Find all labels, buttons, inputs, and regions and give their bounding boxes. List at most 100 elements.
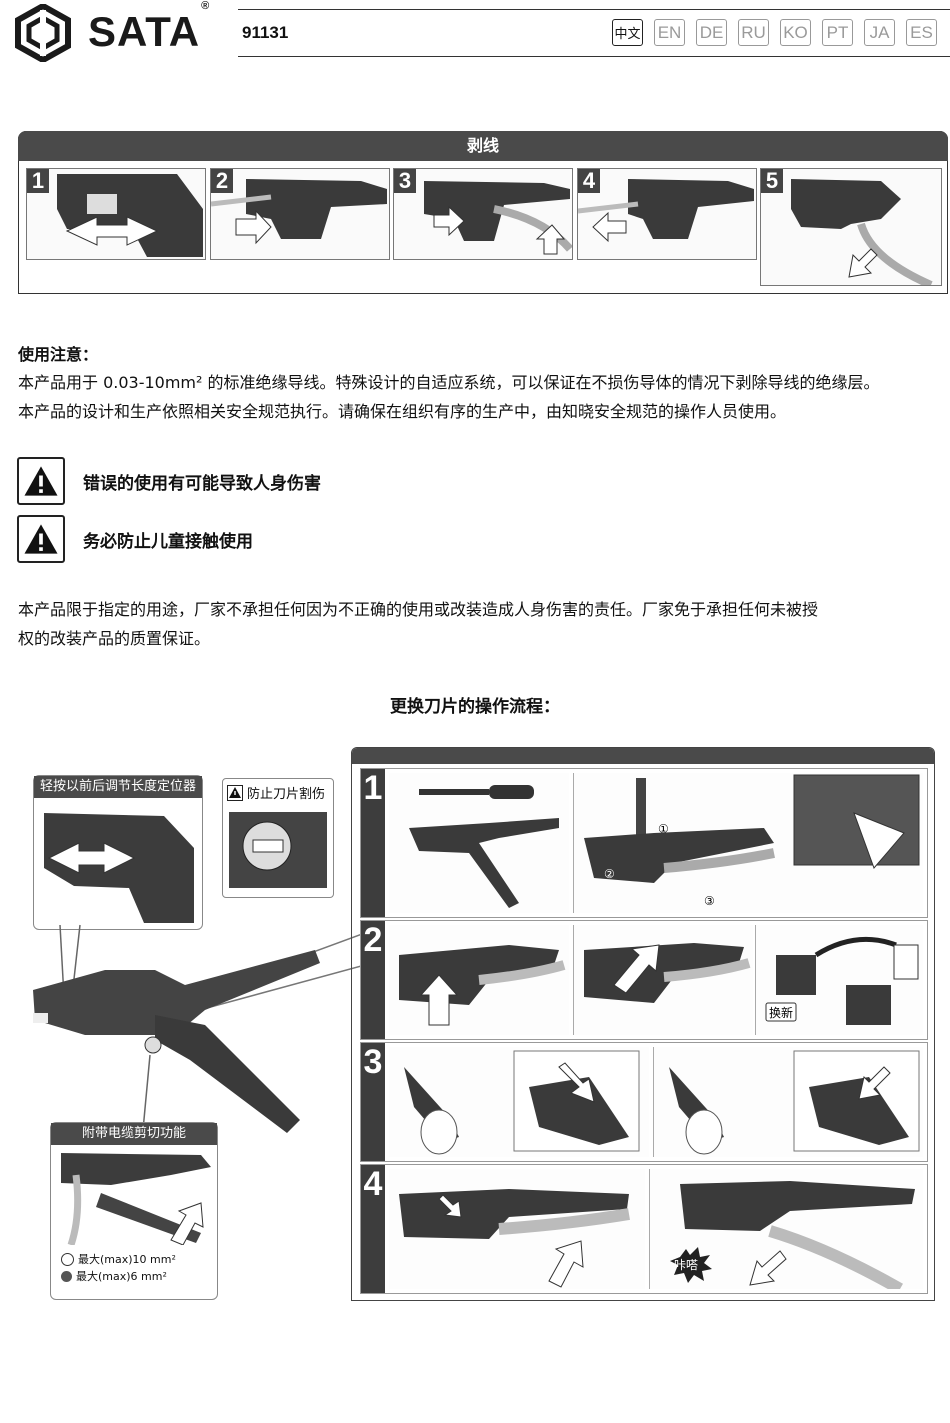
callout-title: 轻按以前后调节长度定位器 — [34, 776, 202, 798]
step-number: 1 — [27, 169, 49, 193]
step-cell — [389, 1047, 649, 1157]
strip-step-3: 3 — [393, 168, 574, 260]
step-number: 2 — [361, 921, 385, 1039]
replace-label: 换新 — [769, 1005, 793, 1020]
arrow-up-icon — [419, 974, 459, 1026]
step-cell: ① ② ③ — [573, 773, 923, 913]
arrow-down-left-icon — [858, 1066, 891, 1100]
arrow-left-icon — [592, 211, 627, 243]
seat-blade-illustration-icon — [669, 1050, 920, 1155]
arrow-right-icon — [235, 209, 272, 245]
lang-ja[interactable]: JA — [864, 19, 895, 46]
brand-name: SATA® — [88, 0, 211, 55]
callout-length-positioner: 轻按以前后调节长度定位器 — [33, 775, 203, 930]
cutter-spec-row: 最大(max)6 mm² — [61, 1268, 167, 1284]
insert-new-blade-illustration-icon — [404, 1050, 640, 1155]
dispose-blade-illustration-icon: 换新 — [765, 936, 919, 1025]
lang-en[interactable]: EN — [654, 19, 685, 46]
usage-paragraph-2: 本产品限于指定的用途，厂家不承担任何因为不正确的使用或改装造成人身伤害的责任。厂… — [18, 595, 950, 653]
panel-header-bar — [352, 748, 934, 764]
warning-text-misuse: 错误的使用有可能导致人身伤害 — [83, 474, 321, 494]
stripper-insert-wire-icon — [210, 179, 387, 245]
lang-es[interactable]: ES — [906, 19, 937, 46]
blade-step-row-2: 2 换新 — [360, 920, 928, 1040]
strip-step-2: 2 — [210, 168, 390, 260]
paragraph-line: 权的改装产品的质置保证。 — [18, 629, 211, 648]
double-arrow-icon — [47, 842, 136, 874]
stripper-squeeze-icon — [424, 181, 574, 255]
step-number: 3 — [394, 169, 416, 193]
paragraph-line: 本产品限于指定的用途，厂家不承担任何因为不正确的使用或改装造成人身伤害的责任。厂… — [18, 600, 819, 619]
warning-icon — [17, 457, 65, 505]
callout-cable-cutter: 附带电缆剪切功能 最大(max)10 mm² 最大(max)6 mm² — [50, 1122, 218, 1300]
header-rule-bottom — [238, 56, 950, 57]
step-number: 2 — [211, 169, 233, 193]
stranded-wire-icon — [61, 1252, 74, 1266]
blade-step-row-1: 1 ① ② ③ — [360, 768, 928, 918]
strip-step-1: 1 — [26, 168, 206, 260]
warning-icon — [17, 515, 65, 563]
arrow-down-right-icon — [558, 1062, 595, 1103]
lift-blade-illustration-icon — [584, 943, 751, 1003]
header-rule-top — [238, 9, 950, 10]
push-blade-illustration-icon — [399, 945, 566, 1026]
usage-notes-heading: 使用注意： — [18, 345, 99, 364]
arrow-up-icon — [170, 1202, 204, 1246]
paragraph-line: 本产品用于 0.03-10mm² 的标准绝缘导线。特殊设计的自适应系统，可以保证… — [18, 373, 880, 392]
step-cell — [573, 925, 753, 1035]
remove-screw-illustration-icon: ① ② ③ — [584, 774, 920, 908]
stripper-pull-icon — [577, 179, 754, 243]
arrow-up-icon — [535, 224, 566, 255]
cutter-spec-text: 最大(max)10 mm² — [78, 1253, 176, 1266]
arrow-down-left-icon — [848, 248, 878, 278]
step-cell: 咔嗒 — [649, 1169, 923, 1295]
lang-ru[interactable]: RU — [738, 19, 769, 46]
arrow-right-icon — [433, 205, 465, 237]
language-selector: 中文 EN DE RU KO PT JA ES — [612, 19, 937, 46]
arrow-icon — [853, 812, 905, 869]
strip-step-4: 4 — [577, 168, 757, 260]
lang-pt[interactable]: PT — [822, 19, 853, 46]
blade-step-row-3: 3 — [360, 1042, 928, 1162]
marker-3: ③ — [704, 894, 715, 908]
cable-cutter-illustration-icon — [61, 1153, 211, 1247]
double-arrow-icon — [65, 216, 159, 246]
lang-ko[interactable]: KO — [780, 19, 811, 46]
stripping-title: 剥线 — [18, 131, 948, 161]
solid-wire-icon — [61, 1270, 72, 1282]
step-cell: 换新 — [755, 925, 923, 1035]
paragraph-line: 本产品的设计和生产依照相关安全规范执行。请确保在组织有序的生产中，由知晓安全规范… — [18, 402, 787, 421]
usage-paragraph-1: 本产品用于 0.03-10mm² 的标准绝缘导线。特殊设计的自适应系统，可以保证… — [18, 368, 950, 426]
model-number: 91131 — [242, 23, 289, 42]
callout-blade-warning: 防止刀片割伤 — [222, 778, 334, 898]
warning-text-children: 务必防止儿童接触使用 — [83, 532, 253, 552]
cutter-spec-row: 最大(max)10 mm² — [61, 1251, 176, 1267]
arrow-up-right-icon — [613, 944, 660, 994]
step-number: 5 — [761, 169, 783, 193]
marker-1: ① — [658, 822, 669, 836]
lang-de[interactable]: DE — [696, 19, 727, 46]
close-cover-illustration-icon — [399, 1189, 630, 1288]
step-cell — [389, 1169, 645, 1289]
strip-step-5: 5 — [760, 168, 942, 289]
screwdriver-and-tool-icon — [409, 785, 559, 908]
lang-zh[interactable]: 中文 — [612, 19, 643, 46]
blade-closeup-illustration-icon — [229, 812, 327, 888]
stripper-jaw-icon — [57, 174, 203, 257]
wire-stripper-tool-illustration-icon — [33, 924, 365, 1133]
step-number: 3 — [361, 1043, 385, 1161]
step-number: 4 — [578, 169, 600, 193]
step-cell — [389, 925, 569, 1035]
step-number: 1 — [361, 769, 385, 917]
step-number: 4 — [361, 1165, 385, 1293]
blade-steps-panel: 1 ① ② ③ 2 — [351, 747, 935, 1301]
arrow-icon — [438, 1194, 462, 1218]
arrow-up-icon — [548, 1240, 584, 1288]
click-burst-icon — [670, 1247, 712, 1283]
trash-can-icon — [893, 944, 919, 980]
blade-replacement-title: 更换刀片的操作流程： — [390, 697, 560, 717]
blade-step-row-4: 4 咔嗒 — [360, 1164, 928, 1295]
step-cell — [389, 773, 569, 913]
callout-title: 附带电缆剪切功能 — [51, 1123, 217, 1145]
warning-icon — [227, 784, 243, 801]
